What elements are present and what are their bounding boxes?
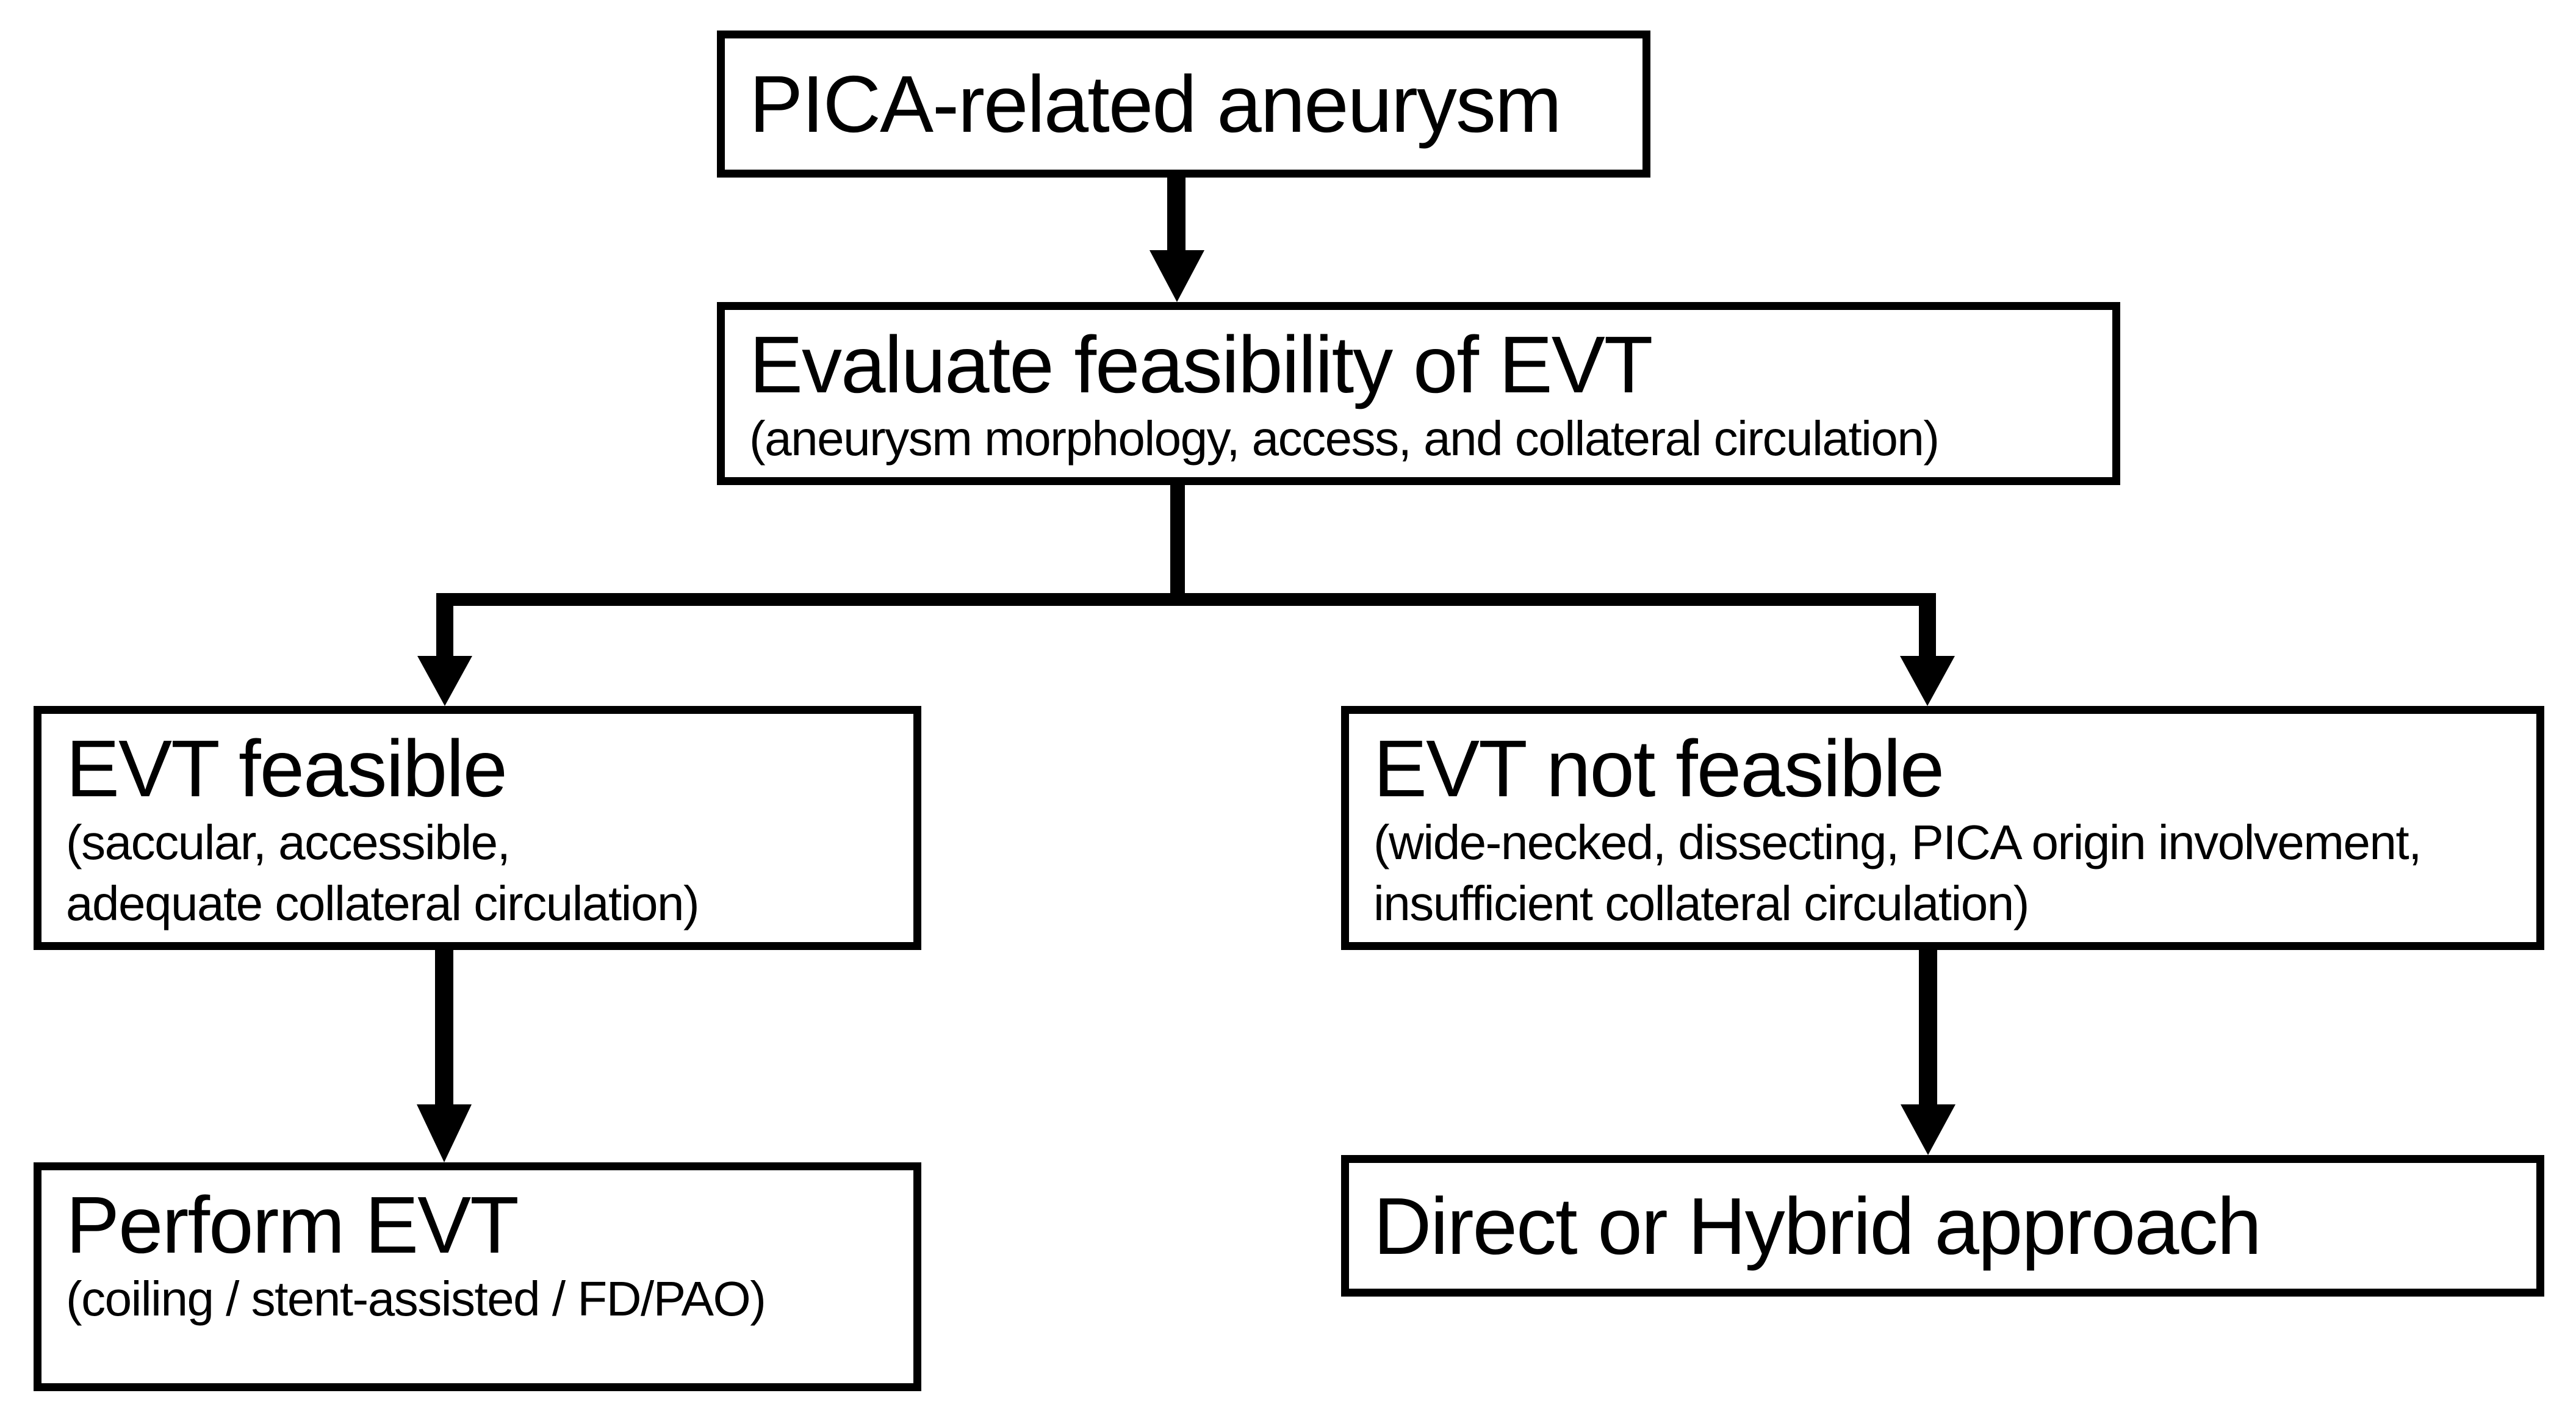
node-subtitle-line: insufficient collateral circulation) [1373,876,2029,930]
arrow-pica-to-evaluate-arrowhead-icon [1149,250,1204,302]
node-subtitle-line: (wide-necked, dissecting, PICA origin in… [1373,815,2422,869]
connector-branch-bar [436,593,1936,606]
node-title: EVT feasible [66,724,508,813]
node-title: PICA-related aneurysm [749,59,1562,149]
node-subtitle-line: (coiling / stent-assisted / FD/PAO) [66,1272,766,1326]
node-title: Evaluate feasibility of EVT [749,320,1653,409]
arrow-feasible-to-perform-arrowhead-icon [417,1104,472,1162]
connector-right-branch-shaft [1919,606,1936,656]
node-pica-related-aneurysm: PICA-related aneurysm [717,31,1650,178]
node-subtitle-line: adequate collateral circulation) [66,876,700,930]
node-title: EVT not feasible [1373,724,1945,813]
node-subtitle-line: (saccular, accessible, [66,815,511,869]
arrow-right-branch-arrowhead-icon [1900,656,1955,706]
node-evt-feasible: EVT feasible (saccular, accessible, adeq… [34,706,921,950]
connector-left-branch-shaft [436,606,453,656]
node-subtitle-line: (aneurysm morphology, access, and collat… [749,411,1940,466]
node-title: Direct or Hybrid approach [1373,1181,2262,1271]
node-perform-evt: Perform EVT (coiling / stent-assisted / … [34,1162,921,1391]
node-direct-or-hybrid-approach: Direct or Hybrid approach [1341,1155,2544,1297]
arrow-notfeasible-to-direct-shaft [1919,950,1937,1104]
node-evt-not-feasible: EVT not feasible (wide-necked, dissectin… [1341,706,2544,950]
node-title: Perform EVT [66,1180,519,1270]
connector-evaluate-stub [1170,485,1185,593]
arrow-pica-to-evaluate-shaft [1167,178,1185,250]
node-evaluate-feasibility: Evaluate feasibility of EVT (aneurysm mo… [717,302,2120,485]
arrow-left-branch-arrowhead-icon [417,656,472,706]
arrow-feasible-to-perform-shaft [435,950,453,1104]
arrow-notfeasible-to-direct-arrowhead-icon [1901,1104,1955,1155]
